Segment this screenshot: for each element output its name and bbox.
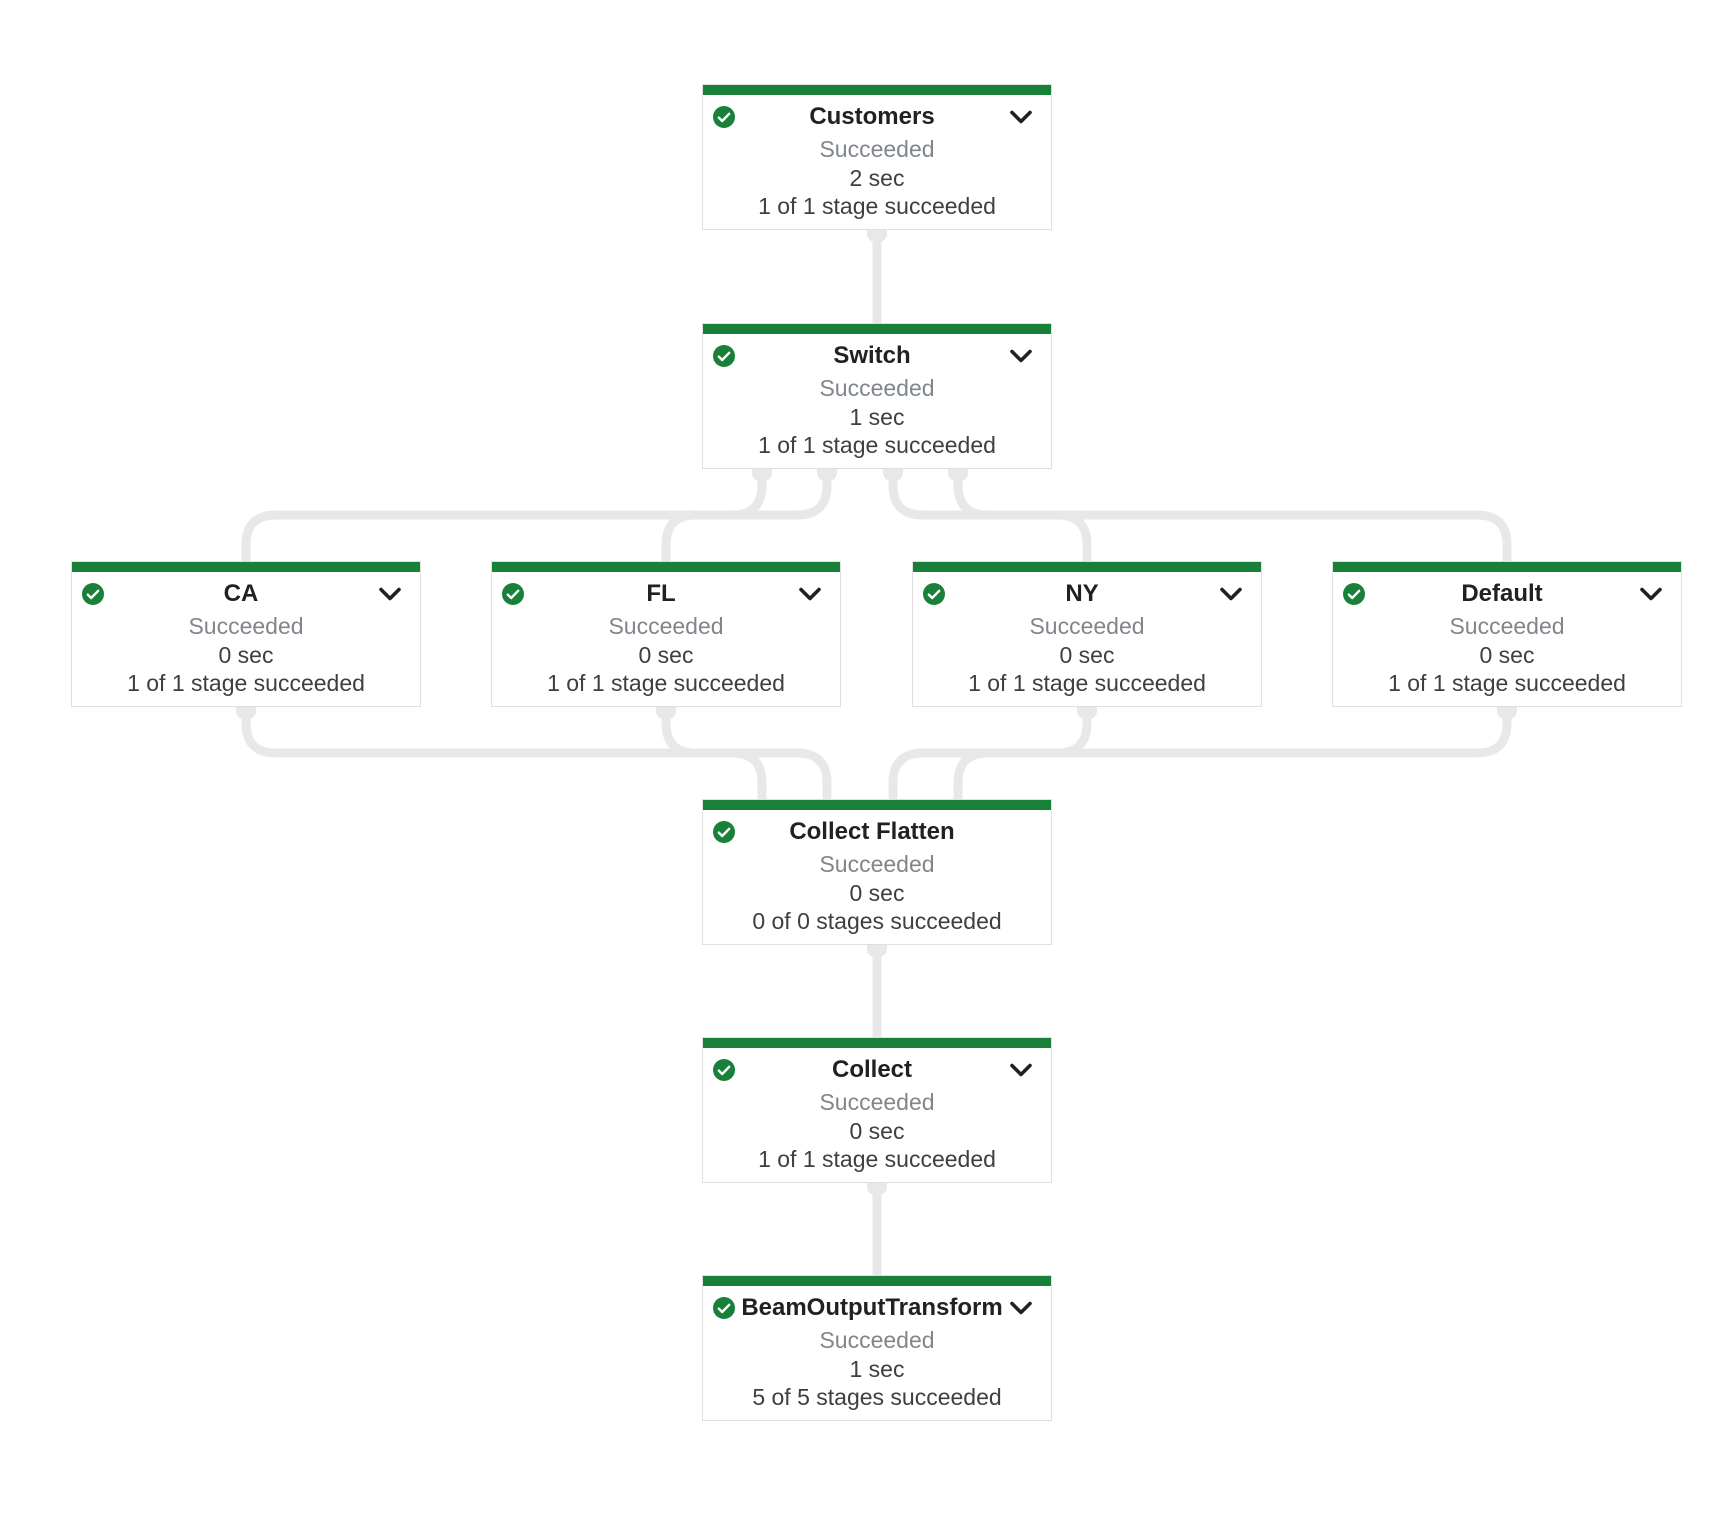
step-duration: 0 sec <box>1479 642 1535 668</box>
step-stage-count: 1 of 1 stage succeeded <box>1388 670 1626 696</box>
success-check-icon <box>713 821 735 843</box>
step-status: Succeeded <box>608 613 724 639</box>
node-header: CA <box>72 579 420 609</box>
step-node-ca[interactable]: CA Succeeded 0 sec 1 of 1 stage succeede… <box>71 561 421 707</box>
step-duration: 0 sec <box>638 642 694 668</box>
step-title: NY <box>1065 580 1099 607</box>
edge-connector <box>241 707 767 799</box>
step-duration: 0 sec <box>849 1118 905 1144</box>
status-bar <box>703 1276 1051 1286</box>
step-status: Succeeded <box>819 1089 935 1115</box>
chevron-down-icon[interactable] <box>1009 344 1033 368</box>
node-header: Collect Flatten <box>703 817 1051 847</box>
step-duration: 2 sec <box>849 165 905 191</box>
success-check-icon <box>923 583 945 605</box>
success-check-icon <box>713 1297 735 1319</box>
node-header: Switch <box>703 341 1051 371</box>
step-status: Succeeded <box>1449 613 1565 639</box>
node-header: NY <box>913 579 1261 609</box>
edge-connector <box>953 469 1512 561</box>
step-status: Succeeded <box>819 1327 935 1353</box>
step-status: Succeeded <box>188 613 304 639</box>
step-status: Succeeded <box>1029 613 1145 639</box>
step-title: FL <box>646 580 676 607</box>
node-header: Default <box>1333 579 1681 609</box>
step-duration: 0 sec <box>849 880 905 906</box>
step-node-switch[interactable]: Switch Succeeded 1 sec 1 of 1 stage succ… <box>702 323 1052 469</box>
node-header: Collect <box>703 1055 1051 1085</box>
success-check-icon <box>713 1059 735 1081</box>
status-bar <box>703 1038 1051 1048</box>
step-stage-count: 1 of 1 stage succeeded <box>758 432 996 458</box>
status-bar <box>913 562 1261 572</box>
step-title: Collect Flatten <box>789 818 955 845</box>
success-check-icon <box>713 106 735 128</box>
success-check-icon <box>502 583 524 605</box>
chevron-down-icon[interactable] <box>1009 1296 1033 1320</box>
step-duration: 0 sec <box>218 642 274 668</box>
chevron-down-icon[interactable] <box>1219 582 1243 606</box>
edge-connector <box>661 469 832 561</box>
step-title: Collect <box>831 1056 912 1083</box>
step-node-default[interactable]: Default Succeeded 0 sec 1 of 1 stage suc… <box>1332 561 1682 707</box>
step-node-collect-flatten[interactable]: Collect Flatten Succeeded 0 sec 0 of 0 s… <box>702 799 1052 945</box>
step-node-beamoutputtransform[interactable]: BeamOutputTransform Succeeded 1 sec 5 of… <box>702 1275 1052 1421</box>
step-status: Succeeded <box>819 851 935 877</box>
step-stage-count: 1 of 1 stage succeeded <box>758 1146 996 1172</box>
chevron-down-icon[interactable] <box>1639 582 1663 606</box>
chevron-down-icon[interactable] <box>1009 105 1033 129</box>
edge-connector <box>953 707 1512 799</box>
node-header: FL <box>492 579 840 609</box>
edge-connector <box>241 469 767 561</box>
step-title: Switch <box>833 342 911 369</box>
chevron-down-icon[interactable] <box>378 582 402 606</box>
status-bar <box>703 800 1051 810</box>
node-header: Customers <box>703 102 1051 132</box>
success-check-icon <box>1343 583 1365 605</box>
status-bar <box>492 562 840 572</box>
step-stage-count: 1 of 1 stage succeeded <box>127 670 365 696</box>
step-stage-count: 0 of 0 stages succeeded <box>752 908 1002 934</box>
status-bar <box>703 85 1051 95</box>
step-stage-count: 5 of 5 stages succeeded <box>752 1384 1002 1410</box>
step-stage-count: 1 of 1 stage succeeded <box>547 670 785 696</box>
success-check-icon <box>82 583 104 605</box>
step-node-fl[interactable]: FL Succeeded 0 sec 1 of 1 stage succeede… <box>491 561 841 707</box>
step-stage-count: 1 of 1 stage succeeded <box>758 193 996 219</box>
step-title: BeamOutputTransform <box>741 1294 1003 1321</box>
chevron-down-icon[interactable] <box>1009 1058 1033 1082</box>
status-bar <box>72 562 420 572</box>
step-title: Customers <box>809 103 935 130</box>
step-title: Default <box>1461 580 1543 607</box>
status-bar <box>703 324 1051 334</box>
success-check-icon <box>713 345 735 367</box>
status-bar <box>1333 562 1681 572</box>
edge-connector <box>661 707 832 799</box>
step-duration: 1 sec <box>849 1356 905 1382</box>
node-header: BeamOutputTransform <box>703 1293 1051 1323</box>
step-title: CA <box>223 580 259 607</box>
step-status: Succeeded <box>819 375 935 401</box>
step-node-ny[interactable]: NY Succeeded 0 sec 1 of 1 stage succeede… <box>912 561 1262 707</box>
step-stage-count: 1 of 1 stage succeeded <box>968 670 1206 696</box>
step-duration: 0 sec <box>1059 642 1115 668</box>
step-node-collect[interactable]: Collect Succeeded 0 sec 1 of 1 stage suc… <box>702 1037 1052 1183</box>
step-status: Succeeded <box>819 136 935 162</box>
step-duration: 1 sec <box>849 404 905 430</box>
chevron-down-icon[interactable] <box>798 582 822 606</box>
step-node-customers[interactable]: Customers Succeeded 2 sec 1 of 1 stage s… <box>702 84 1052 230</box>
